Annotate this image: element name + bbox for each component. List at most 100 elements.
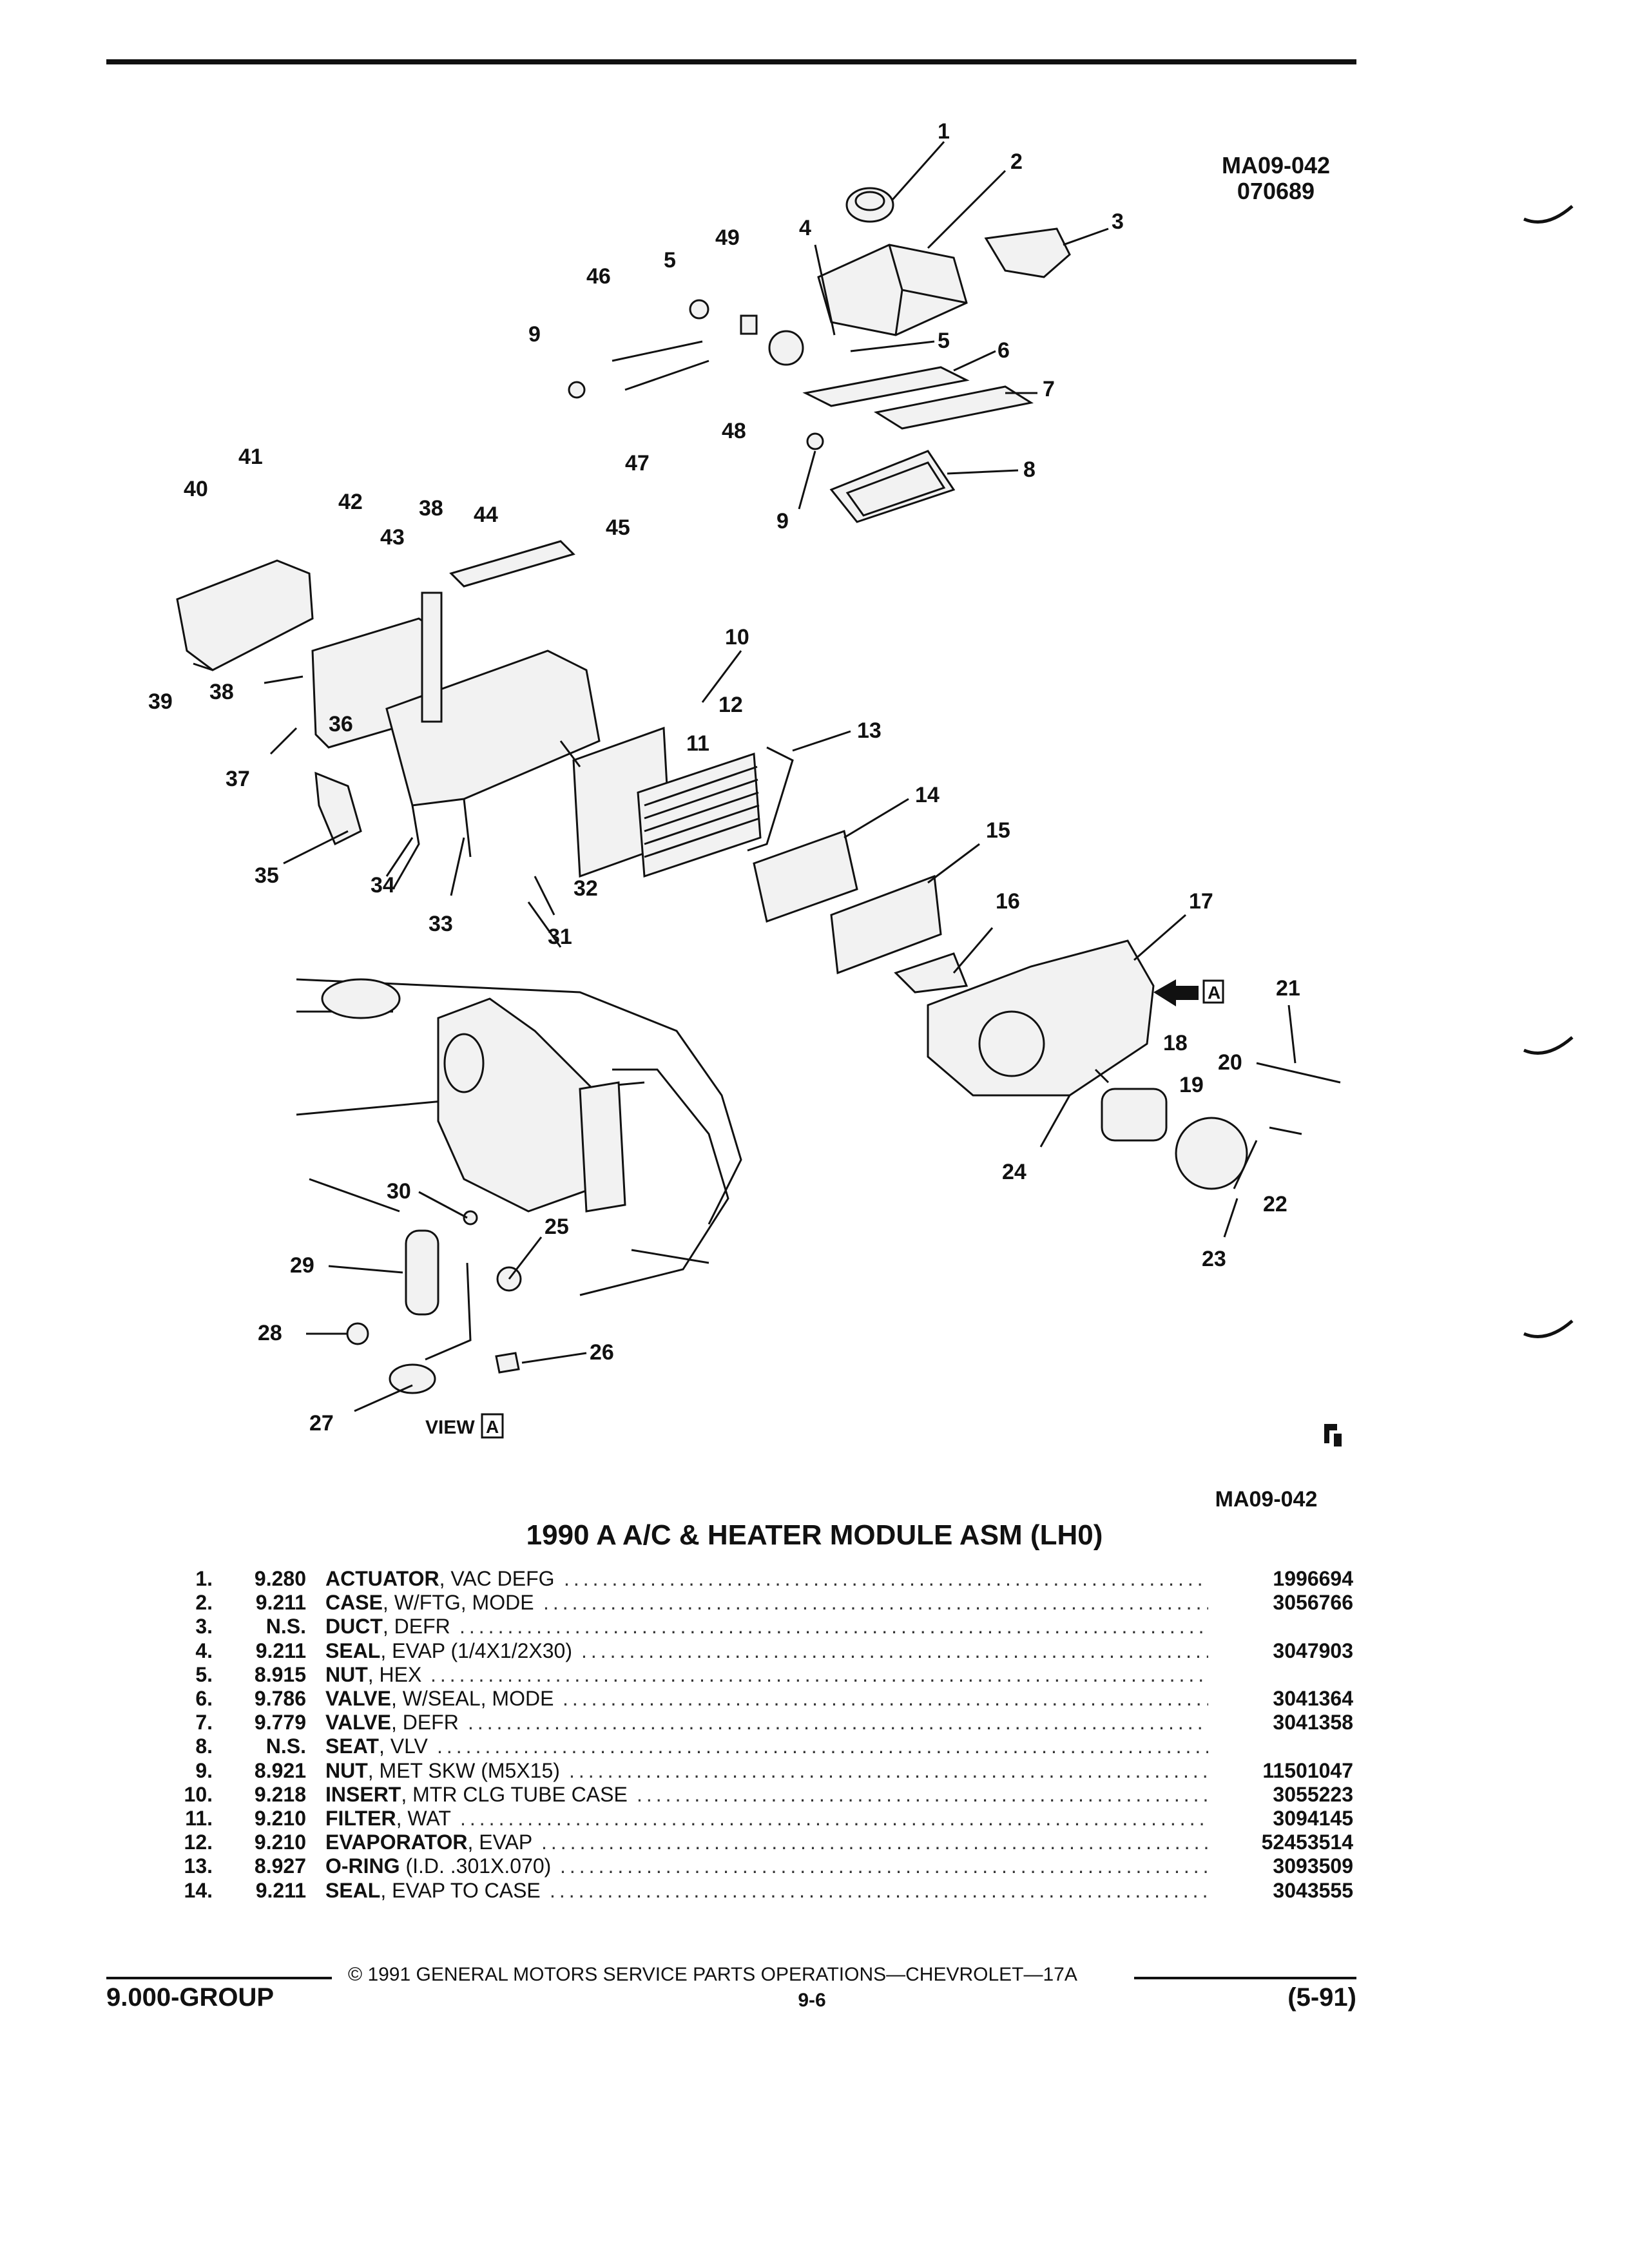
item-index: 11.: [185, 1807, 213, 1830]
drawing-code-bottom: MA09-042: [1215, 1487, 1318, 1512]
part-description: O-RING (I.D. .301X.070): [325, 1854, 551, 1878]
leader-dots: ........................................…: [459, 1615, 1208, 1639]
valve-part: [802, 366, 1034, 430]
part-detail: , EVAP TO CASE: [380, 1878, 541, 1902]
leader-dots: ........................................…: [560, 1854, 1208, 1878]
part-description: SEAT, VLV: [325, 1735, 428, 1758]
item-index: 14.: [184, 1878, 213, 1902]
part-name: DUCT: [325, 1615, 383, 1639]
part-detail: , VAC DEFG: [439, 1567, 555, 1590]
callout-9b: 9: [776, 509, 789, 533]
callout-33: 33: [429, 912, 453, 936]
callout-45: 45: [606, 515, 630, 540]
callout-49: 49: [715, 226, 740, 250]
part-name: FILTER: [325, 1807, 396, 1830]
leader-dots: ........................................…: [581, 1639, 1208, 1662]
seal-filter-part: [753, 830, 942, 975]
part-description: SEAL, EVAP TO CASE: [325, 1879, 541, 1903]
callout-10: 10: [725, 625, 749, 649]
svg-text:A: A: [1208, 983, 1220, 1003]
tube-parts: [568, 299, 824, 450]
callout-8: 8: [1023, 457, 1036, 482]
part-number: 3055223: [1273, 1782, 1353, 1806]
item-index: 5.: [195, 1662, 213, 1686]
callout-18: 18: [1163, 1031, 1188, 1055]
part-detail: , W/FTG, MODE: [382, 1591, 534, 1615]
item-index: 2.: [195, 1591, 213, 1615]
view-label: VIEW: [425, 1417, 475, 1438]
footer-page: 9-6: [798, 1990, 826, 2011]
callout-42: 42: [338, 490, 363, 514]
part-description: NUT, MET SKW (M5X15): [325, 1759, 560, 1783]
footer-rule-left: [106, 1977, 332, 1979]
part-name: O-RING: [325, 1854, 400, 1878]
group-number: 9.210: [254, 1831, 306, 1854]
table-row: 8.N.S.SEAT, VLV.........................…: [0, 1735, 1629, 1758]
callout-7: 7: [1043, 377, 1055, 401]
footer-date: (5-91): [1287, 1983, 1356, 2012]
part-name: VALVE: [325, 1687, 391, 1710]
callout-1: 1: [938, 119, 950, 144]
callout-16: 16: [996, 889, 1020, 914]
top-rule: [106, 59, 1356, 64]
part-number: 3041364: [1273, 1687, 1353, 1710]
margin-marks: [1523, 205, 1574, 1338]
part-name: SEAT: [325, 1735, 379, 1758]
callout-2: 2: [1010, 149, 1023, 174]
callout-36: 36: [329, 712, 353, 736]
exploded-view-illustration: 1 2 3 4 5 5 6 7 8 9 9 10 11 12 13 14 15 …: [148, 119, 1342, 1446]
evaporator-part: [572, 726, 794, 878]
group-number: 9.211: [255, 1591, 306, 1615]
callout-41: 41: [238, 445, 263, 469]
part-name: CASE: [325, 1591, 383, 1615]
item-index: 6.: [195, 1687, 213, 1710]
callout-17: 17: [1189, 889, 1213, 914]
part-number: 11501047: [1262, 1758, 1353, 1782]
callout-47: 47: [625, 451, 650, 476]
callout-6: 6: [998, 338, 1010, 363]
callout-29: 29: [290, 1253, 314, 1278]
part-description: VALVE, DEFR: [325, 1711, 459, 1735]
group-number: 8.921: [254, 1758, 306, 1782]
leader-dots: ........................................…: [430, 1662, 1208, 1686]
item-index: 13.: [184, 1854, 213, 1878]
part-description: DUCT, DEFR: [325, 1615, 450, 1639]
part-detail: , DEFR: [382, 1615, 450, 1639]
part-detail: , DEFR: [390, 1711, 459, 1735]
part-detail: , VLV: [378, 1735, 428, 1758]
item-index: 12.: [184, 1831, 213, 1854]
callout-5b: 5: [938, 329, 950, 353]
duct-part: [984, 227, 1071, 278]
blower-motor-part: [1101, 1062, 1341, 1190]
leader-dots: ........................................…: [637, 1782, 1208, 1806]
item-index: 10.: [184, 1782, 213, 1806]
view-a-label: VIEW A: [425, 1413, 504, 1439]
part-detail: , MET SKW (M5X15): [367, 1758, 560, 1782]
part-name: NUT: [325, 1662, 368, 1686]
group-number: N.S.: [265, 1615, 306, 1639]
case-part: [817, 244, 968, 336]
part-description: EVAPORATOR, EVAP: [325, 1831, 532, 1854]
leader-dots: ........................................…: [569, 1758, 1208, 1782]
part-name: ACTUATOR: [325, 1567, 439, 1590]
group-number: N.S.: [265, 1735, 306, 1758]
callout-37: 37: [226, 767, 250, 791]
part-description: CASE, W/FTG, MODE: [325, 1591, 534, 1615]
callout-28: 28: [258, 1321, 282, 1345]
seat-part: [829, 450, 956, 523]
blower-case-part: [894, 939, 1155, 1097]
part-description: INSERT, MTR CLG TUBE CASE: [325, 1783, 628, 1807]
part-number: 3094145: [1273, 1807, 1353, 1830]
callout-3: 3: [1112, 209, 1124, 234]
callout-12: 12: [718, 693, 743, 717]
part-name: NUT: [325, 1758, 368, 1782]
vehicle-view-a: [296, 978, 742, 1394]
item-index: 9.: [195, 1758, 213, 1782]
item-index: 1.: [195, 1567, 213, 1590]
callout-22: 22: [1263, 1192, 1287, 1216]
group-number: 9.779: [254, 1711, 306, 1735]
